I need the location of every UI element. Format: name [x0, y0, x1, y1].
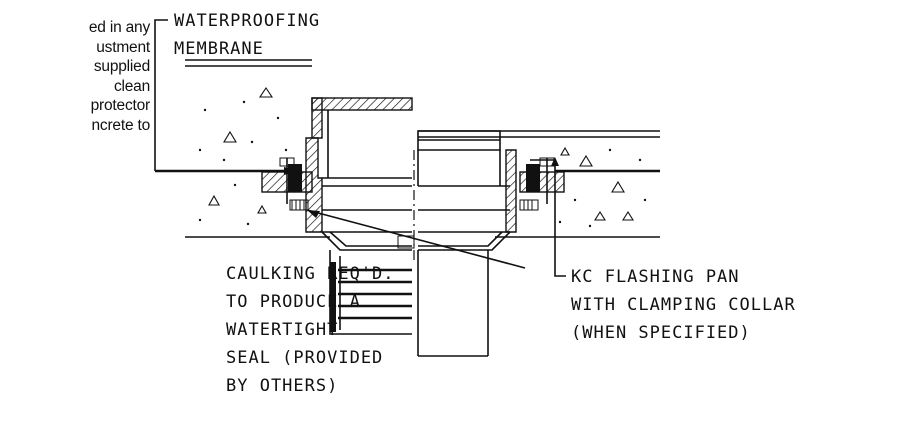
flashing-label-line2: WITH CLAMPING COLLAR — [571, 295, 796, 315]
waterproofing-label-line2: MEMBRANE — [174, 39, 264, 59]
membrane-leader — [154, 19, 168, 171]
outlet-pipe-right — [417, 250, 489, 357]
drain-body-left — [261, 97, 415, 251]
concrete-slab-left — [185, 59, 330, 238]
waterproofing-label-line1: WATERPROOFING — [174, 11, 320, 31]
caulking-label-line1: CAULKING REQ'D. — [226, 264, 395, 284]
side-note-line: supplied — [93, 58, 150, 75]
caulking-label-line3: WATERTIGHT — [226, 320, 338, 340]
side-note-line: protector — [90, 97, 151, 114]
side-note-line: ustment — [96, 38, 150, 56]
side-note-line: clean — [113, 77, 150, 95]
caulking-label-line4: SEAL (PROVIDED — [226, 348, 383, 368]
caulking-label-line2: TO PRODUCE A — [226, 292, 361, 312]
caulking-label-line5: BY OTHERS) — [226, 376, 338, 396]
flashing-leader — [530, 159, 566, 277]
flashing-label-line1: KC FLASHING PAN — [571, 267, 740, 287]
side-note-text: ed in any ustment supplied clean protect… — [0, 18, 150, 135]
drain-body-right — [417, 130, 565, 251]
flashing-label-line3: (WHEN SPECIFIED) — [571, 323, 751, 343]
concrete-aggregate — [198, 87, 647, 228]
caulking-leader — [306, 209, 526, 269]
outlet-pipe-left — [329, 250, 412, 335]
side-note-line: ed in any — [88, 19, 150, 36]
side-note-line: ncrete to — [91, 116, 150, 134]
